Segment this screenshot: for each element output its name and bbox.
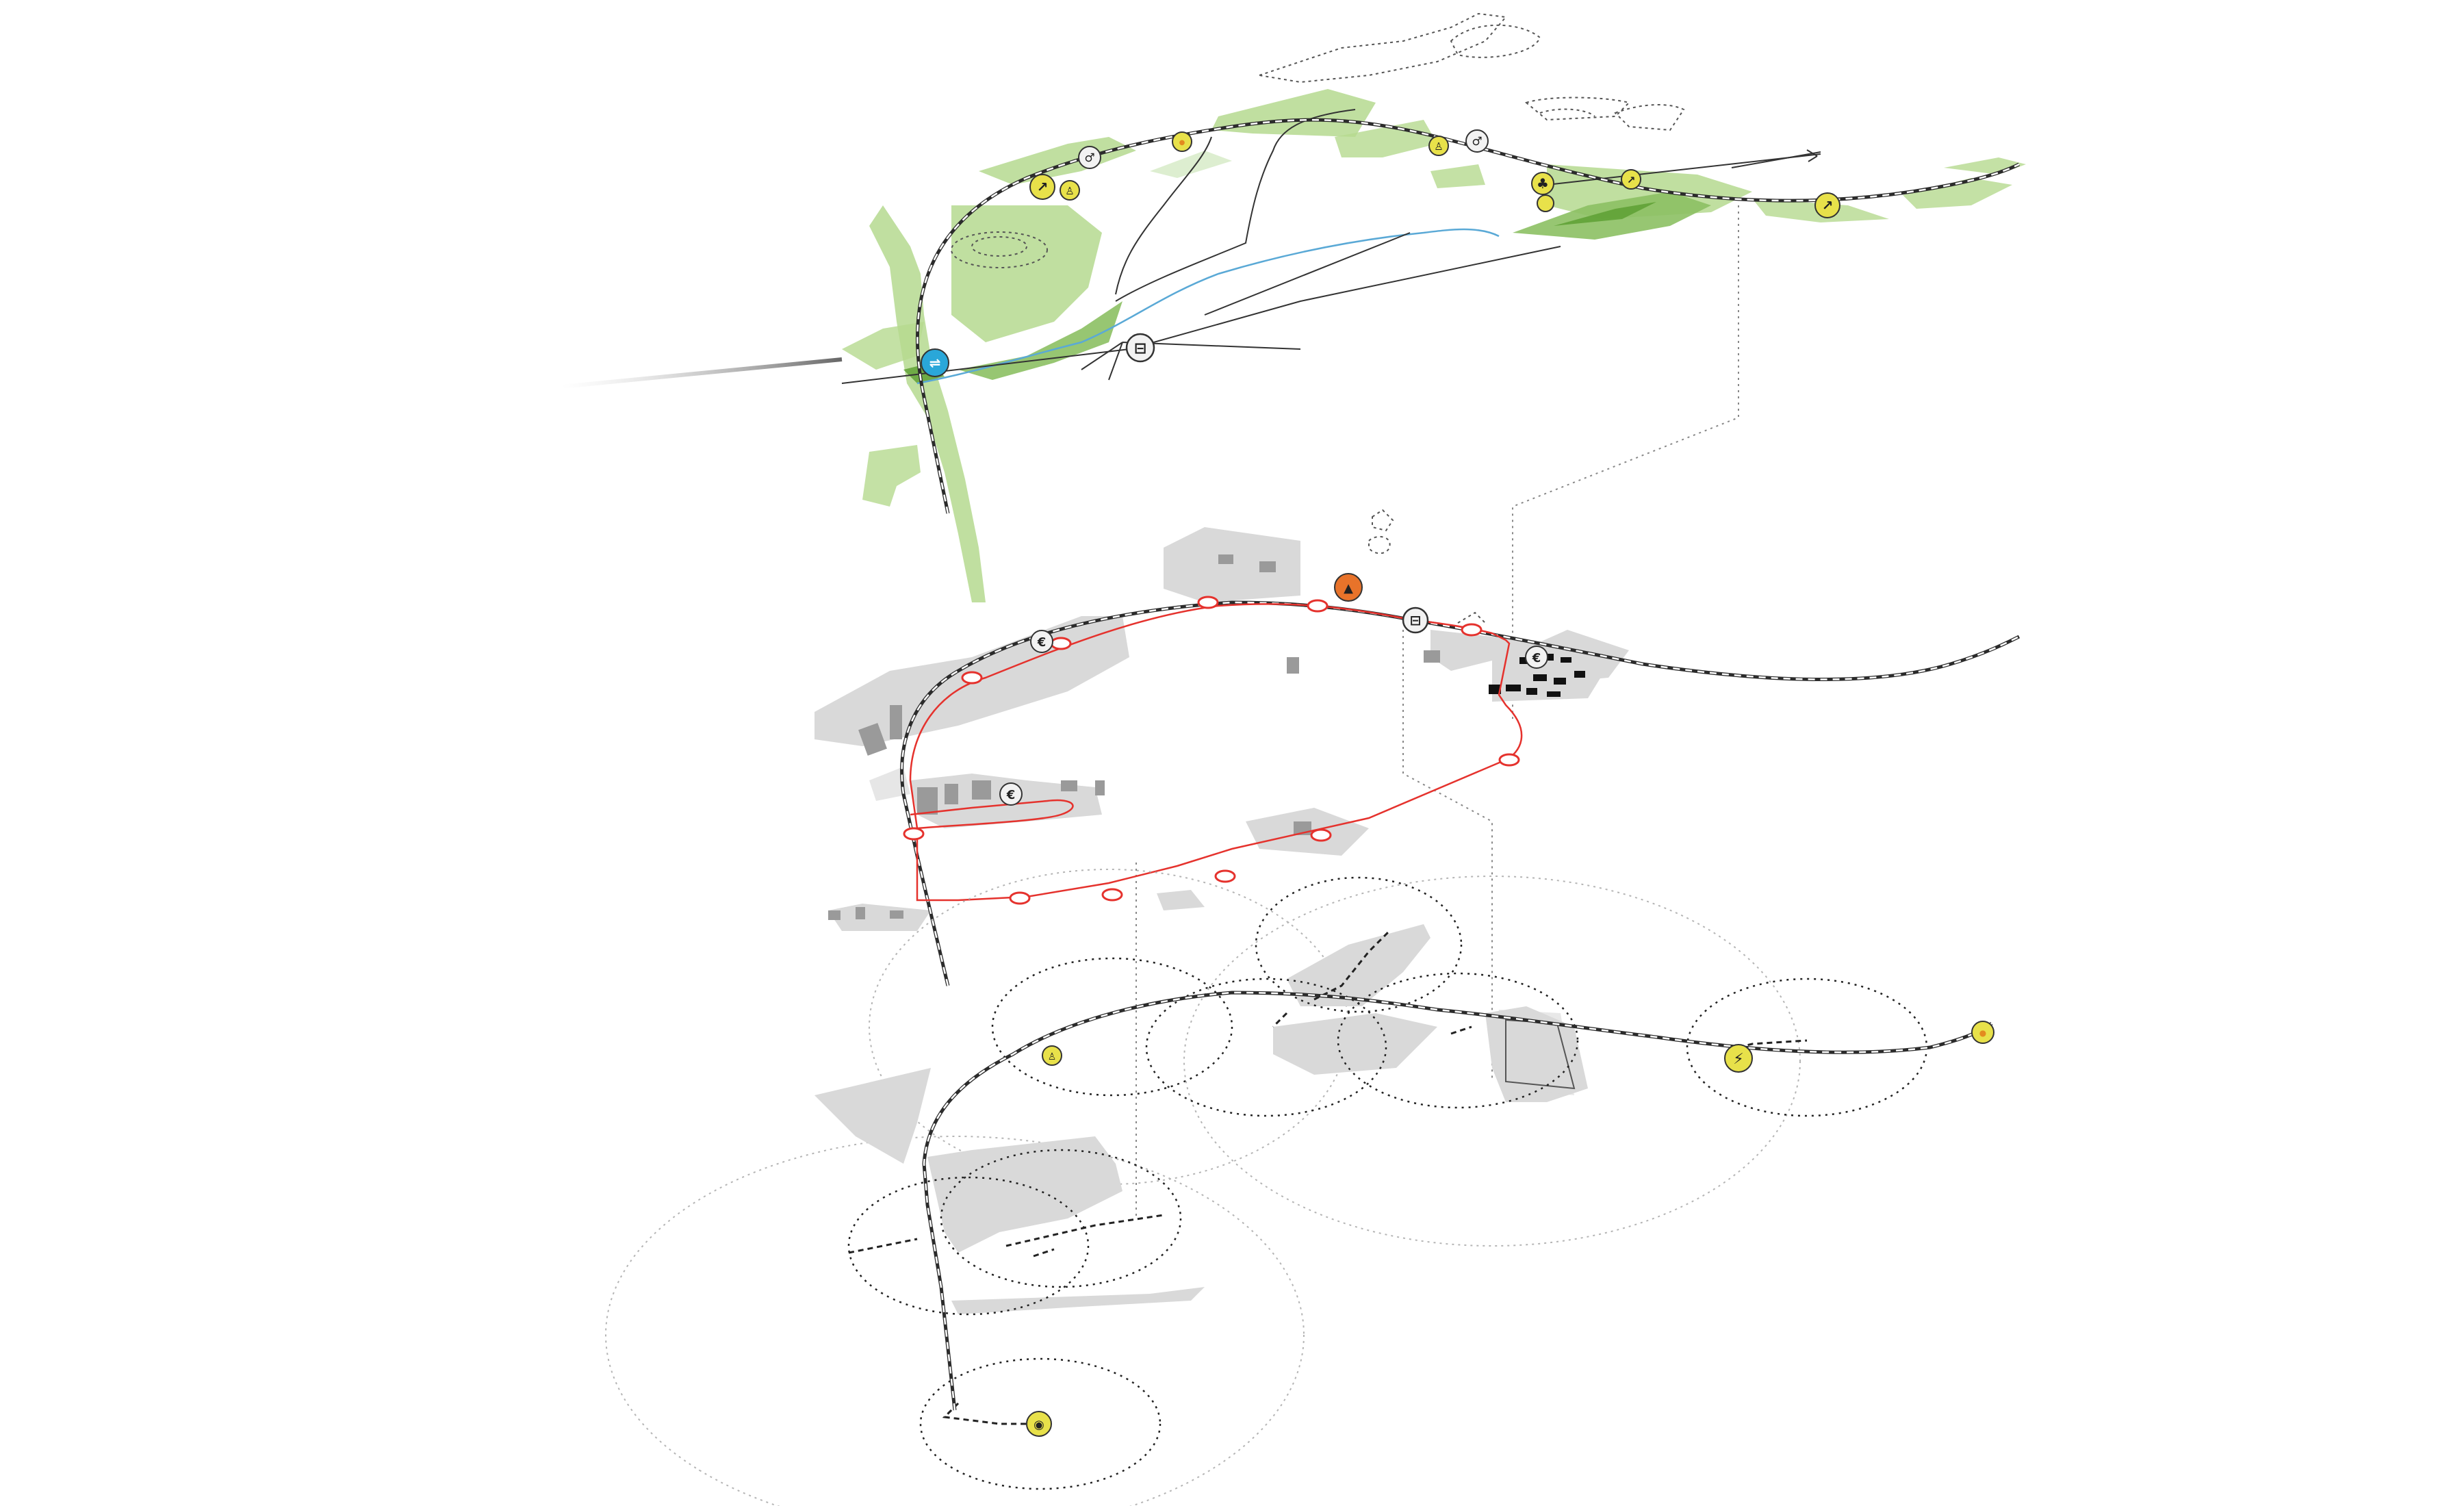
svg-text:♙: ♙ — [1048, 1051, 1057, 1062]
bird-icon[interactable]: ↗ — [1029, 174, 1055, 200]
bird-icon[interactable]: ↗ — [1621, 169, 1641, 190]
hiker-icon[interactable]: ♙ — [1060, 180, 1080, 201]
cyclist-icon[interactable]: ♂ — [1078, 146, 1101, 169]
lightbulb-icon[interactable]: ◉ — [1026, 1411, 1052, 1437]
walker-icon[interactable]: ♙ — [1428, 136, 1449, 156]
route-stop[interactable] — [1307, 599, 1329, 613]
svg-text:♙: ♙ — [1065, 185, 1074, 197]
bird-icon[interactable]: ↗ — [1814, 192, 1840, 218]
svg-text:⊟: ⊟ — [1134, 340, 1146, 357]
tram-icon[interactable]: ⇌ — [921, 348, 949, 377]
water-drop-icon[interactable]: ● — [1971, 1021, 1994, 1044]
route-stop[interactable] — [1214, 869, 1236, 883]
tree-icon[interactable] — [1537, 194, 1554, 212]
svg-text:↗: ↗ — [1822, 197, 1834, 214]
euro-icon[interactable]: € — [1030, 630, 1053, 653]
building-clusters — [828, 554, 1440, 920]
route-stop[interactable] — [1009, 891, 1031, 905]
euro-icon[interactable]: € — [1525, 646, 1548, 669]
route-stop[interactable] — [1101, 888, 1123, 902]
svg-text:⊟: ⊟ — [1410, 612, 1422, 628]
svg-text:€: € — [1037, 635, 1047, 650]
route-stop[interactable] — [1498, 753, 1520, 767]
lightning-icon[interactable]: ⚡ — [1724, 1044, 1753, 1073]
svg-text:♙: ♙ — [1434, 140, 1443, 153]
route-stop[interactable] — [1197, 596, 1219, 609]
railway-landscape — [915, 118, 2020, 514]
railway-catchment — [922, 991, 1993, 1411]
urban-route-layer: € ▲ ⊟ € € — [814, 509, 2020, 986]
svg-text:●: ● — [1979, 1028, 1986, 1038]
route-stop[interactable] — [1050, 637, 1072, 650]
route-stop[interactable] — [961, 671, 983, 685]
svg-text:↗: ↗ — [1627, 174, 1636, 186]
svg-text:♂: ♂ — [1084, 151, 1094, 165]
layer-connector-lines — [1135, 205, 1739, 1218]
regional-connection-line — [561, 357, 843, 389]
train-icon[interactable]: ⊟ — [1125, 333, 1155, 363]
water-drop-icon[interactable]: ● — [1172, 131, 1192, 152]
route-stop[interactable] — [1461, 623, 1483, 637]
svg-text:↗: ↗ — [1037, 179, 1049, 195]
svg-text:●: ● — [1179, 139, 1185, 146]
svg-text:◉: ◉ — [1034, 1418, 1044, 1432]
landscape-icon-badges: ↗ ♙ ♂ ● ♙ ♂ ♣ — [921, 129, 1840, 377]
route-stops — [903, 596, 1520, 905]
svg-text:€: € — [1006, 788, 1016, 802]
svg-text:⚡: ⚡ — [1733, 1051, 1743, 1068]
svg-text:♂: ♂ — [1472, 135, 1482, 149]
train-icon[interactable]: ⊟ — [1402, 607, 1429, 634]
cyclist-icon[interactable]: ♂ — [1465, 129, 1489, 153]
urban-icon-badges: € ▲ ⊟ € € — [999, 573, 1548, 806]
svg-text:▲: ▲ — [1344, 581, 1353, 596]
catchment-grey-areas — [814, 924, 1588, 1314]
education-icon[interactable]: ▲ — [1334, 573, 1363, 602]
svg-text:⇌: ⇌ — [929, 355, 941, 371]
catchment-layer: ♙ ⚡ ● ◉ — [605, 869, 1994, 1506]
svg-text:€: € — [1532, 651, 1541, 665]
catchment-icon-badges: ♙ ⚡ ● ◉ — [1026, 1021, 1994, 1437]
green-areas — [842, 89, 2026, 602]
small-outlines — [1368, 509, 1486, 624]
route-stop[interactable] — [1310, 828, 1332, 842]
walker-icon[interactable]: ♙ — [1042, 1045, 1062, 1066]
euro-icon[interactable]: € — [999, 782, 1023, 806]
terrain-contours — [951, 12, 1685, 268]
svg-text:♣: ♣ — [1537, 175, 1549, 192]
route-stop[interactable] — [903, 827, 925, 841]
large-catchment-circles — [605, 869, 1801, 1506]
landscape-layer: ↗ ♙ ♂ ● ♙ ♂ ♣ — [561, 12, 2026, 602]
tree-icon[interactable]: ♣ — [1531, 172, 1554, 195]
